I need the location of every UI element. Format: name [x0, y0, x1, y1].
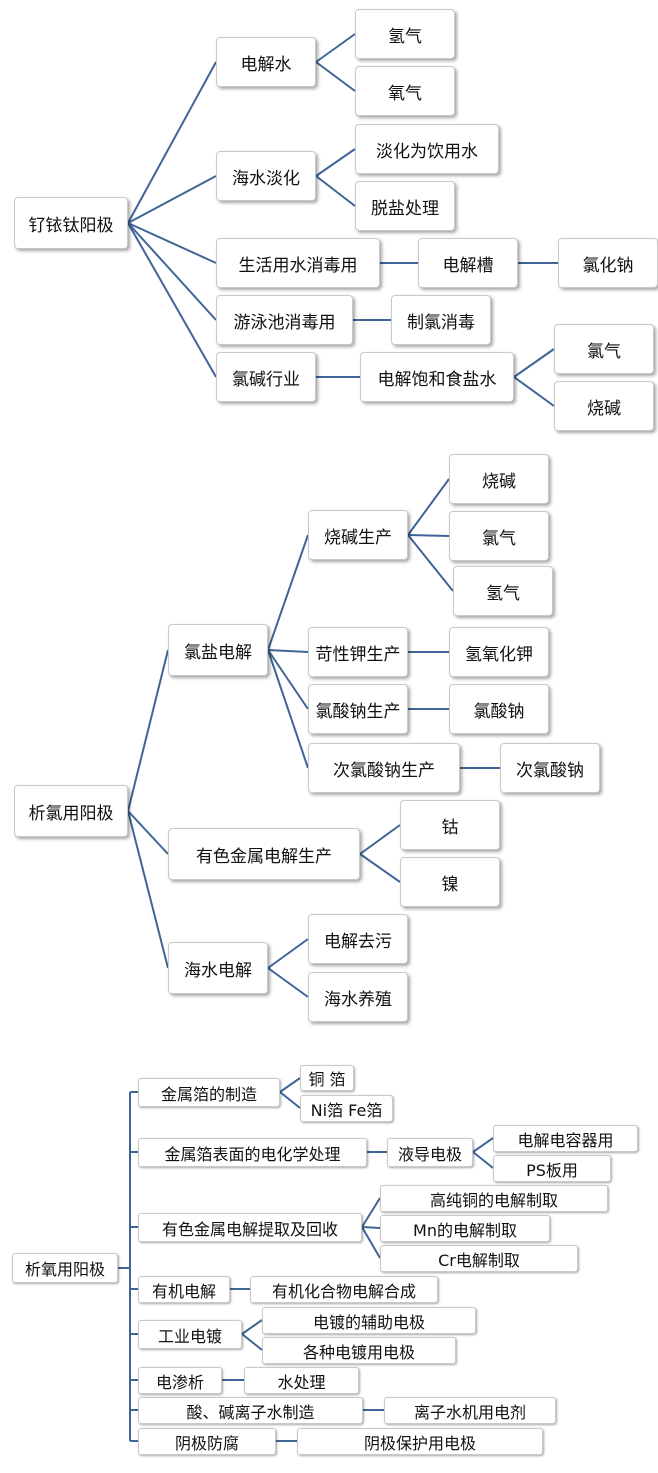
node-organic-electrolysis: 有机电解 [138, 1276, 230, 1303]
node-electrolytic-decontamination: 电解去污 [308, 914, 408, 964]
node-hydrogen: 氢气 [355, 9, 455, 59]
node-chlorine: 氯气 [554, 324, 654, 374]
connector-line [127, 810, 169, 969]
node-drinking-water: 淡化为饮用水 [355, 124, 499, 174]
connector-line [315, 33, 356, 63]
node-chromium: Cr电解制取 [380, 1245, 578, 1272]
node-ps-plate: PS板用 [493, 1155, 611, 1182]
node-seawater-electrolysis: 海水电解 [168, 942, 268, 994]
connector-line [127, 810, 169, 855]
node-sodium-hypochlorite: 次氯酸钠 [500, 743, 600, 793]
node-cathodic-corrosion-protection: 阴极防腐 [138, 1428, 276, 1455]
node-mariculture: 海水养殖 [308, 972, 408, 1022]
node-chlor-alkali: 氯碱行业 [216, 352, 316, 402]
connector-line [513, 376, 555, 407]
node-ion-water-agent: 离子水机用电剂 [384, 1397, 556, 1424]
node-sodium-chlorate: 氯酸钠 [449, 684, 549, 734]
connector-line [361, 1226, 381, 1259]
node-chlorine-2: 氯气 [449, 511, 549, 561]
connector-line [513, 348, 555, 378]
node-metal-foil-manufacture: 金属箔的制造 [138, 1078, 280, 1107]
connector-line [267, 534, 309, 651]
connector-line [279, 1077, 301, 1093]
node-domestic-water-disinfection: 生活用水消毒用 [216, 238, 380, 288]
node-copper-foil: 铜 箔 [300, 1065, 354, 1091]
node-chloride-electrolysis: 氯盐电解 [168, 624, 268, 676]
node-caustic-soda-2: 烧碱 [449, 454, 549, 504]
node-organic-synthesis: 有机化合物电解合成 [250, 1276, 438, 1303]
connector-line [127, 649, 169, 812]
connector-line [127, 61, 217, 224]
node-seawater-desalination: 海水淡化 [216, 151, 316, 201]
connector-line [241, 1319, 263, 1335]
node-industrial-plating: 工业电镀 [138, 1320, 242, 1349]
node-desalting: 脱盐处理 [355, 181, 455, 231]
connector-line [472, 1137, 494, 1153]
node-potassium-hydroxide: 氢氧化钾 [449, 627, 549, 677]
connector-line [407, 534, 454, 592]
node-nonferrous-extraction: 有色金属电解提取及回收 [138, 1213, 362, 1242]
node-sodium-chloride: 氯化钠 [558, 238, 658, 288]
connector-line [127, 222, 217, 264]
node-ruthenium-iridium-titanium-anode: 钌铱钛阳极 [14, 197, 128, 249]
node-hydrogen-2: 氢气 [453, 566, 553, 616]
node-various-plating-electrodes: 各种电镀用电极 [262, 1337, 456, 1364]
node-cobalt: 钴 [400, 800, 500, 850]
connector-line [359, 824, 401, 855]
node-saturated-brine-electrolysis: 电解饱和食盐水 [360, 352, 514, 402]
connector-line [315, 175, 356, 207]
connector-line [267, 649, 309, 653]
node-electrolytic-capacitor: 电解电容器用 [493, 1125, 638, 1152]
connector-line [127, 175, 217, 224]
connector-line [361, 1197, 381, 1228]
node-pool-disinfection: 游泳池消毒用 [216, 295, 353, 345]
connector-line [267, 938, 309, 969]
connector-line [315, 61, 356, 92]
node-electrolysis-water: 电解水 [216, 37, 316, 87]
node-water-treatment: 水处理 [244, 1367, 359, 1394]
connector-line [472, 1151, 494, 1169]
connector-line [315, 148, 356, 177]
connector-line [407, 478, 450, 536]
node-caustic-soda: 烧碱 [554, 381, 654, 431]
node-foil-surface-treatment: 金属箔表面的电化学处理 [138, 1138, 367, 1167]
connector-line [127, 222, 217, 378]
connector-line [127, 222, 217, 321]
node-liquid-conducting-electrode: 液导电极 [387, 1138, 473, 1167]
connector-line [361, 1226, 381, 1229]
connector-line [267, 649, 309, 769]
connector-line [267, 967, 309, 998]
node-manganese: Mn的电解制取 [380, 1215, 550, 1242]
connector-line [279, 1091, 301, 1109]
node-oxygen-evolution-anode: 析氧用阳极 [12, 1253, 118, 1283]
node-electrodialysis: 电渗析 [138, 1367, 222, 1394]
node-potash-production: 苛性钾生产 [308, 627, 408, 677]
node-high-purity-copper: 高纯铜的电解制取 [380, 1185, 608, 1212]
node-caustic-production: 烧碱生产 [308, 510, 408, 560]
node-chlorine-evolution-anode: 析氯用阳极 [14, 785, 128, 837]
node-chlorine-disinfection: 制氯消毒 [391, 295, 491, 345]
connector-line [241, 1333, 263, 1351]
node-auxiliary-electrode: 电镀的辅助电极 [262, 1307, 476, 1334]
connector-line [267, 649, 309, 710]
node-hypochlorite-production: 次氯酸钠生产 [308, 743, 460, 793]
node-ni-fe-foil: Ni箔 Fe箔 [300, 1095, 393, 1122]
node-chlorate-production: 氯酸钠生产 [308, 684, 408, 734]
node-cathodic-protection-electrode: 阴极保护用电极 [297, 1428, 543, 1455]
node-oxygen: 氧气 [355, 66, 455, 116]
node-nonferrous-electrolysis: 有色金属电解生产 [168, 828, 360, 880]
connector-line [407, 534, 450, 537]
node-ion-water-production: 酸、碱离子水制造 [138, 1397, 363, 1424]
connector-line [359, 853, 401, 883]
node-nickel: 镍 [400, 857, 500, 907]
node-electrolytic-cell: 电解槽 [418, 238, 518, 288]
